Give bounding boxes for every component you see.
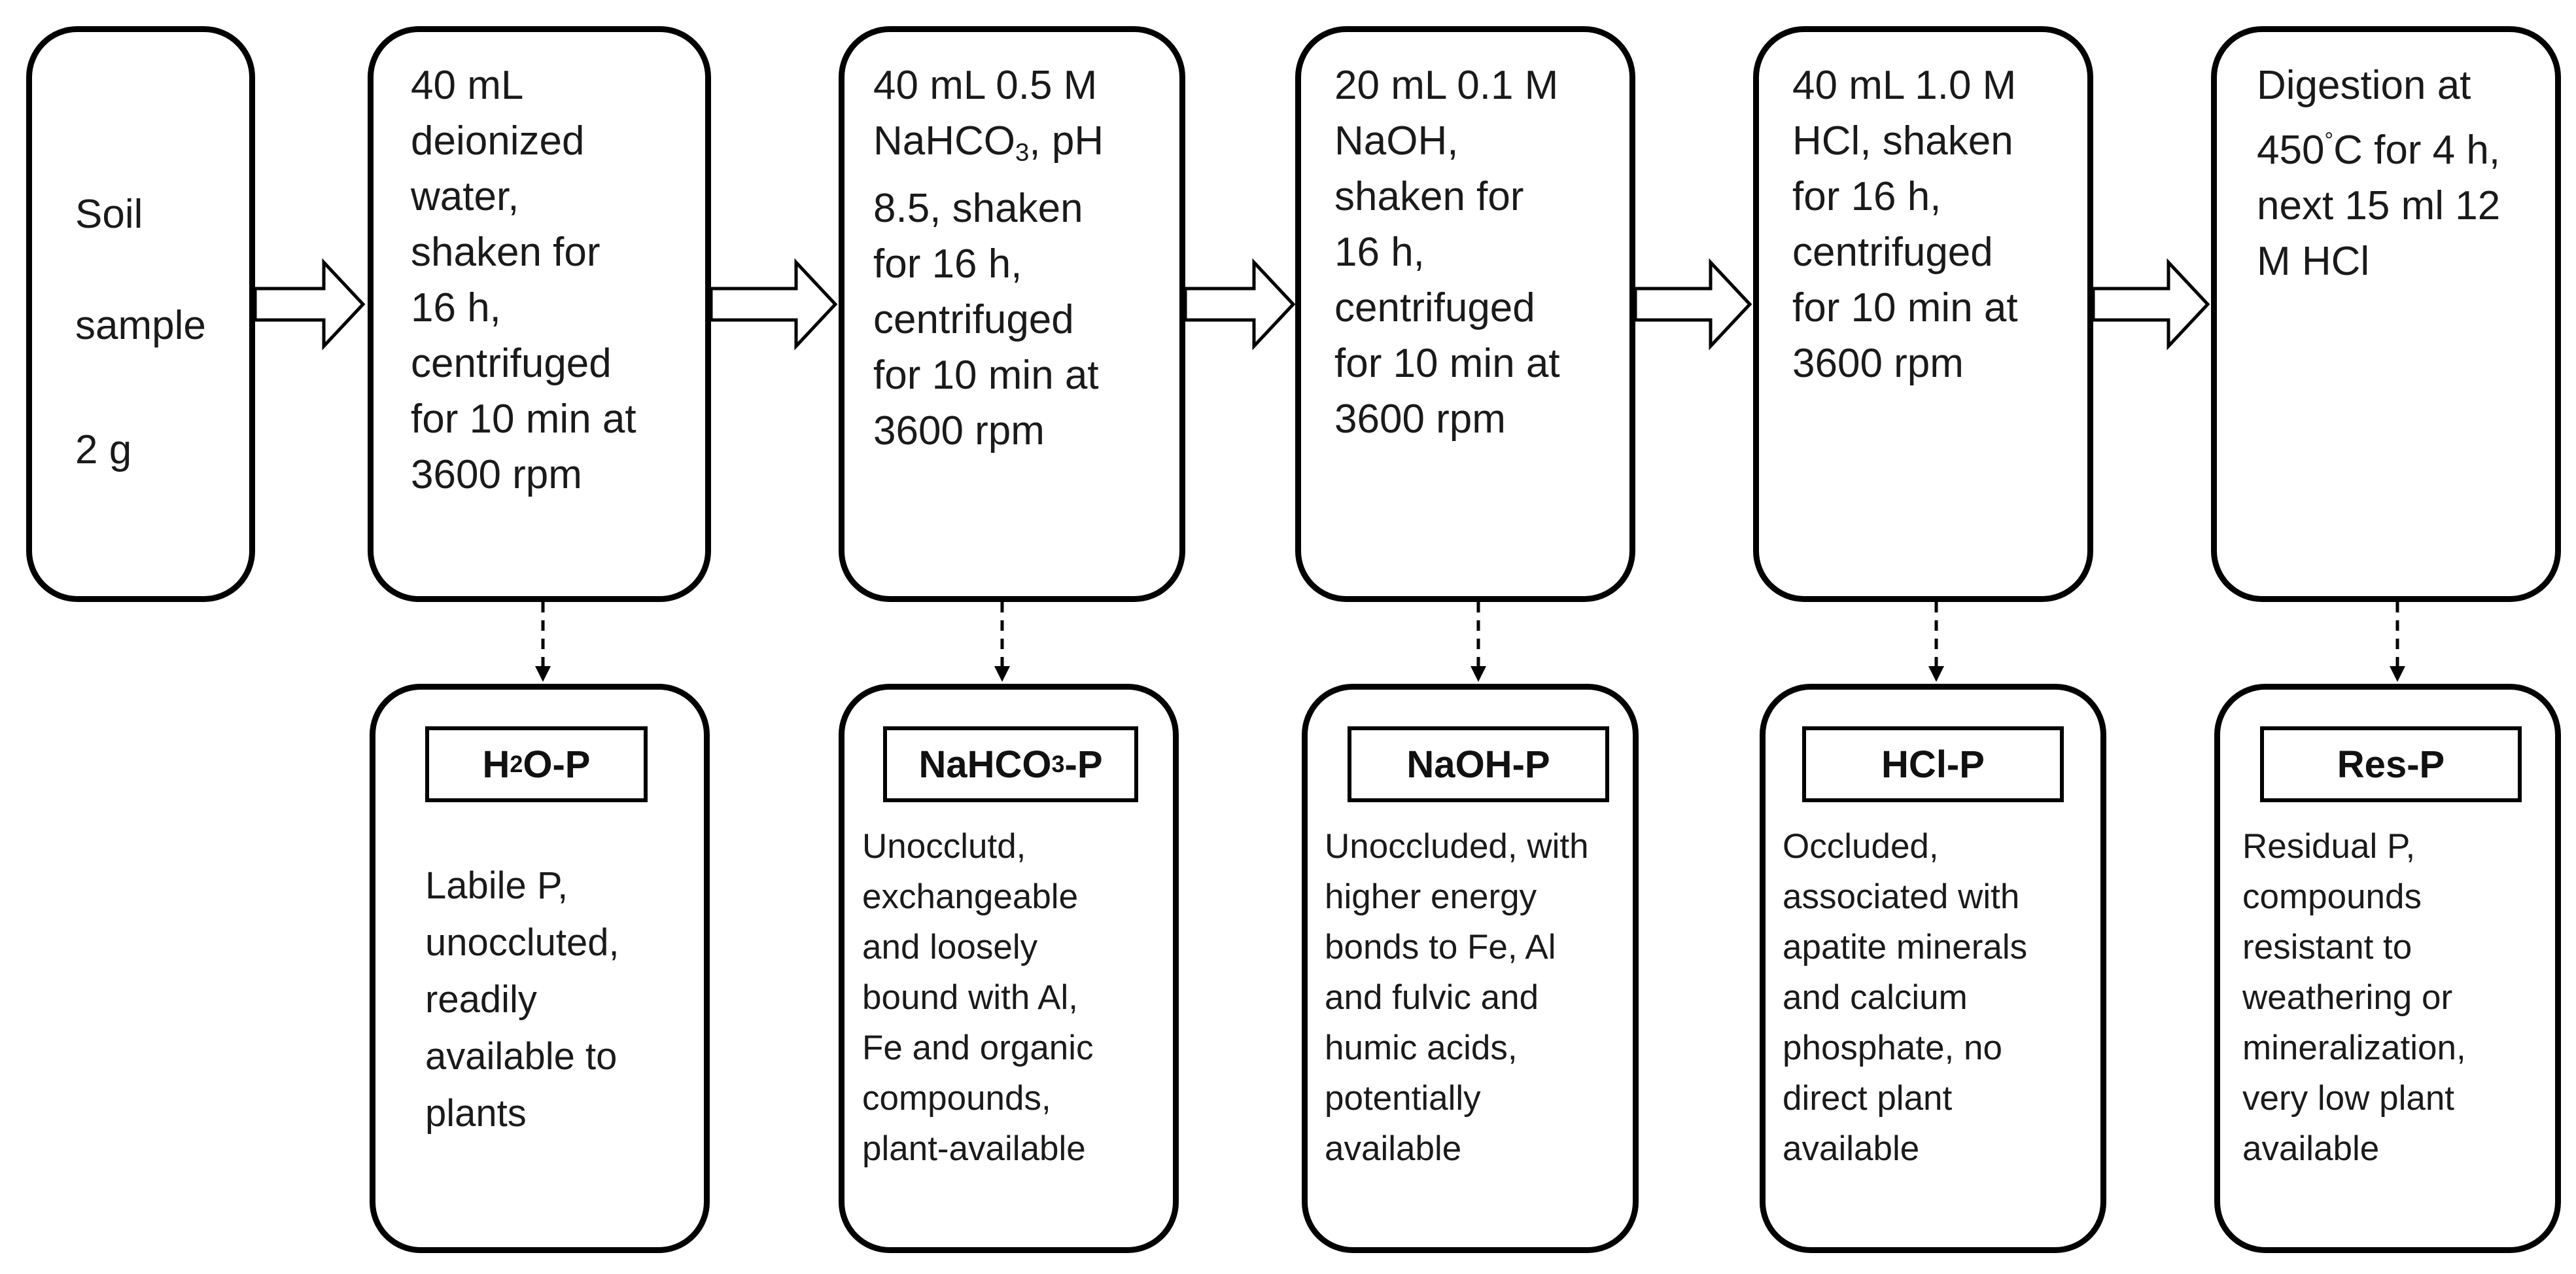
soil-line-1: Soil: [75, 192, 143, 237]
step-box-digestion: [2211, 26, 2561, 602]
step-text-nahco3: 40 mL 0.5 M NaHCO3, pH 8.5, shaken for 1…: [873, 58, 1104, 459]
step-box-soil-sample: [26, 26, 255, 602]
degree-sign: °: [2324, 128, 2334, 153]
step-text-deionized-water: 40 mL deionized water, shaken for 16 h, …: [411, 63, 636, 497]
arrow-naoh-to-hcl: [1633, 258, 1752, 351]
nahco3-subscript: 3: [1015, 138, 1030, 167]
nahco3-text-b: , pH 8.5, shaken for 16 h, centrifuged f…: [873, 118, 1104, 453]
fraction-desc-naoh-p: Unoccluded, with higher energy bonds to …: [1325, 827, 1589, 1168]
fraction-label-naoh-p: NaOH-P: [1348, 726, 1609, 802]
step-box-hcl: [1753, 26, 2093, 602]
dashed-connector-nahco3: [994, 602, 1010, 682]
fraction-desc-h2o-p: Labile P, unoccluted, readily available …: [425, 864, 619, 1135]
fraction-desc-res-p: Residual P, compounds resistant to weath…: [2242, 827, 2466, 1168]
digestion-text-a: Digestion at 450: [2257, 63, 2471, 173]
digestion-text-b: C for 4 h, next 15 ml 12 M HCl: [2257, 127, 2501, 284]
step-box-nahco3: [839, 26, 1185, 602]
nahco3-label-subscript: 3: [1051, 751, 1065, 777]
h2o-label-b: O-P: [523, 743, 591, 786]
arrow-hcl-to-digestion: [2091, 258, 2210, 351]
step-box-naoh: [1295, 26, 1635, 602]
nahco3-label-b: -P: [1064, 743, 1103, 786]
arrow-water-to-nahco3: [709, 258, 838, 351]
h2o-label-a: H: [482, 743, 510, 786]
step-text-soil-sample: Soil sample 2 g: [75, 131, 206, 478]
soil-line-3: 2 g: [75, 427, 132, 472]
dashed-connector-hcl: [1928, 602, 1944, 682]
fraction-label-hcl-p: HCl-P: [1802, 726, 2064, 802]
nahco3-label-a: NaHCO: [918, 743, 1052, 786]
soil-line-2: sample: [75, 303, 206, 348]
dashed-connector-naoh: [1471, 602, 1486, 682]
arrow-nahco3-to-naoh: [1183, 258, 1296, 351]
step-text-naoh: 20 mL 0.1 M NaOH, shaken for 16 h, centr…: [1334, 63, 1560, 442]
dashed-connector-h2o: [535, 602, 551, 682]
dashed-connector-res: [2390, 602, 2405, 682]
nahco3-text-a: 40 mL 0.5 M NaHCO: [873, 63, 1098, 164]
arrow-soil-to-water: [253, 258, 366, 351]
fraction-desc-nahco3-p: Unocclutd, exchangeable and loosely boun…: [862, 827, 1094, 1168]
h2o-label-subscript: 2: [510, 751, 523, 777]
step-text-digestion: Digestion at 450°C for 4 h, next 15 ml 1…: [2257, 58, 2500, 289]
fraction-desc-hcl-p: Occluded, associated with apatite minera…: [1783, 827, 2028, 1168]
step-text-hcl: 40 mL 1.0 M HCl, shaken for 16 h, centri…: [1792, 63, 2018, 386]
fraction-label-res-p: Res-P: [2260, 726, 2522, 802]
step-box-deionized-water: [368, 26, 711, 602]
